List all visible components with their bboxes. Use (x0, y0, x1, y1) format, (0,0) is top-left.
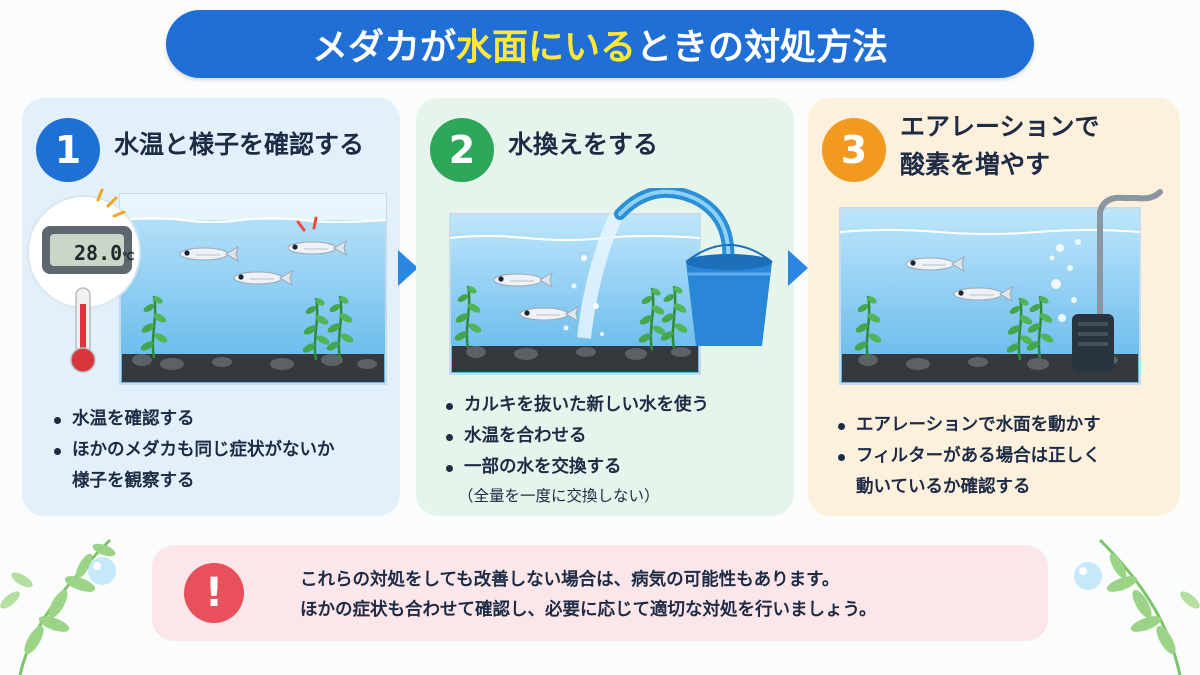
step-card-1: 1 水温と様子を確認する (22, 98, 400, 516)
title-part-2: ときの対処方法 (636, 27, 889, 68)
step-number-badge: 2 (430, 118, 494, 182)
tank-scene-2 (449, 188, 773, 375)
warning-line-2: ほかの症状も合わせて確認し、必要に応じて適切な対処を行いましょう。 (300, 600, 877, 620)
tank-scene-1 (27, 188, 387, 385)
tank-scene-3 (839, 189, 1163, 385)
bullet-item: 水温を確認する (54, 404, 335, 435)
bubble-icon (1074, 562, 1102, 590)
air-pump-icon (1072, 189, 1163, 372)
arrow-right-icon (788, 250, 808, 286)
bucket-icon (685, 244, 773, 346)
bullet-note: （全量を一度に交換しない） (458, 487, 660, 505)
step-number-badge: 3 (822, 118, 886, 182)
bullet-item: エアレーションで水面を動かす (838, 410, 1101, 441)
step-title: 水温と様子を確認する (114, 130, 365, 159)
thermometer-display: 28.0℃ (74, 241, 144, 265)
step-card-3: 3 エアレーションで 酸素を増やす エアレーションで水面 (808, 98, 1180, 516)
thermometer-icon (70, 287, 96, 373)
bullet-item: カルキを抜いた新しい水を使う (446, 390, 709, 421)
page-title: メダカが水面にいるときの対処方法 (166, 10, 1034, 78)
warning-line-1: これらの対処をしても改善しない場合は、病気の可能性もあります。 (300, 570, 840, 590)
step-card-2: 2 水換えをする (416, 98, 794, 516)
bullet-text: 一部の水を交換する (464, 457, 622, 477)
bullet-item: フィルターがある場合は正しく 動いているか確認する (838, 441, 1101, 503)
thermometer-unit: ℃ (122, 250, 135, 263)
title-highlight: 水面にいる (455, 27, 636, 68)
bullet-item: 水温を合わせる (446, 421, 709, 452)
leaf-icon (1098, 538, 1200, 675)
step-title: 水換えをする (508, 130, 659, 159)
exclamation-icon: ! (184, 563, 244, 623)
bullet-item: ほかのメダカも同じ症状がないか 様子を観察する (54, 435, 335, 497)
step-bullets: 水温を確認する ほかのメダカも同じ症状がないか 様子を観察する (54, 404, 335, 497)
thermometer-value: 28.0 (74, 241, 123, 265)
step-number-badge: 1 (36, 118, 100, 182)
bullet-item: 一部の水を交換する （全量を一度に交換しない） (446, 452, 709, 509)
step-title: エアレーションで 酸素を増やす (900, 112, 1100, 179)
step-bullets: カルキを抜いた新しい水を使う 水温を合わせる 一部の水を交換する （全量を一度に交… (446, 390, 709, 509)
step-bullets: エアレーションで水面を動かす フィルターがある場合は正しく 動いているか確認する (838, 410, 1101, 503)
title-part-1: メダカが (311, 27, 456, 68)
arrow-right-icon (398, 250, 418, 286)
warning-box: ! これらの対処をしても改善しない場合は、病気の可能性もあります。 ほかの症状も… (152, 545, 1048, 641)
leaf-icon (0, 538, 116, 675)
warning-text: これらの対処をしても改善しない場合は、病気の可能性もあります。 ほかの症状も合わ… (300, 565, 876, 625)
hose-icon (614, 188, 735, 270)
bubble-icon (88, 557, 116, 585)
